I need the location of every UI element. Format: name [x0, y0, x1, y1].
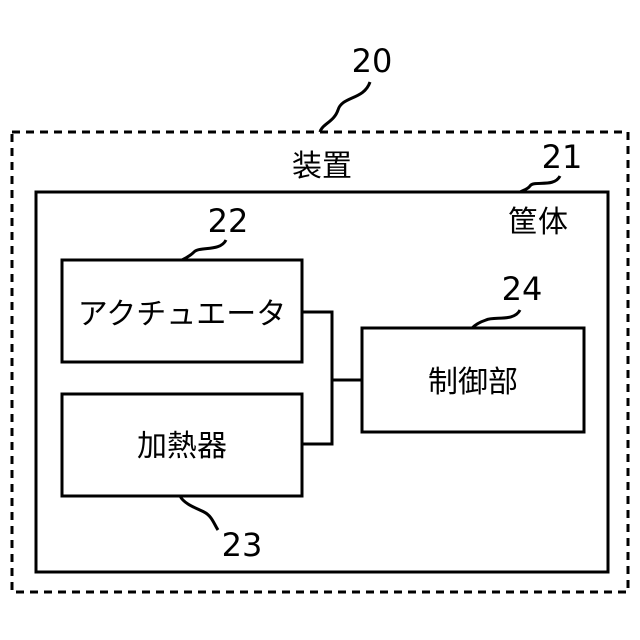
actuator-ref-number: 22	[208, 202, 249, 240]
device-label: 装置	[292, 149, 352, 184]
actuator-connection-line	[302, 312, 362, 380]
heater-leader-line	[180, 496, 218, 530]
device-ref-number: 20	[352, 42, 393, 80]
controller-ref-number: 24	[502, 270, 543, 308]
actuator-leader-line	[182, 240, 226, 260]
heater-label: 加熱器	[137, 429, 227, 464]
controller-leader-line	[472, 310, 520, 328]
actuator-label: アクチュエータ	[78, 297, 287, 332]
housing-label: 筐体	[508, 205, 568, 240]
housing-leader-line	[520, 176, 560, 192]
controller-label: 制御部	[428, 365, 518, 400]
device-leader-line	[320, 82, 370, 132]
heater-connection-line	[302, 380, 332, 444]
heater-ref-number: 23	[222, 526, 263, 564]
housing-ref-number: 21	[542, 138, 583, 176]
